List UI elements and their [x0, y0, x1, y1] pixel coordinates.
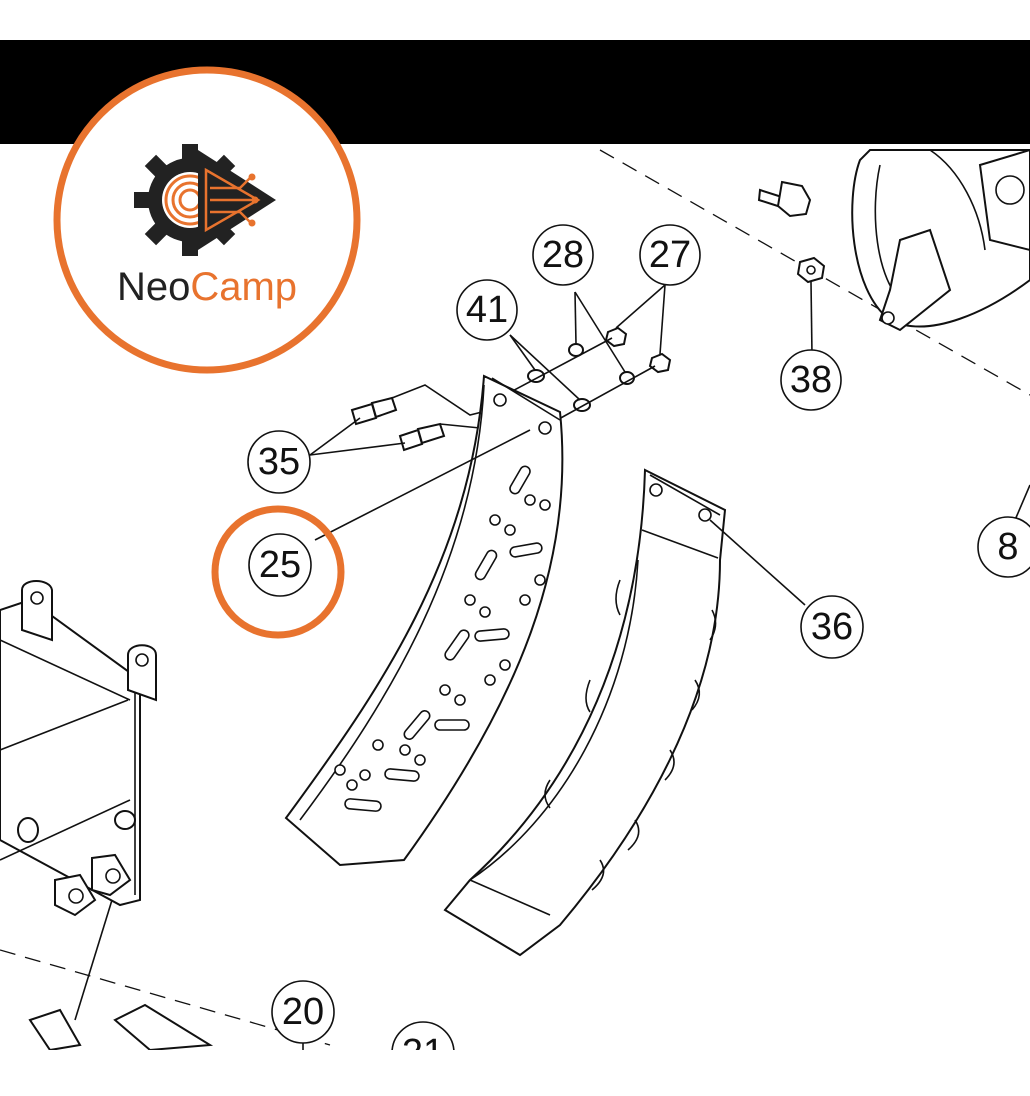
svg-text:28: 28: [542, 234, 584, 276]
perforated-curved-plate: [284, 374, 564, 867]
callout-25: 25: [248, 533, 312, 597]
center-line-bottom: [0, 949, 331, 1046]
svg-text:38: 38: [790, 359, 832, 401]
svg-text:25: 25: [259, 544, 301, 586]
bolts-35: [350, 396, 446, 452]
svg-text:41: 41: [466, 289, 508, 331]
callout-8: 8: [977, 516, 1030, 578]
curved-strip-plate: [443, 468, 727, 957]
fasteners-27-28-41: [527, 326, 672, 412]
svg-text:35: 35: [258, 441, 300, 483]
bottom-margin: [0, 1050, 1030, 1096]
callout-35: 35: [247, 430, 311, 494]
callout-41: 41: [456, 279, 518, 341]
svg-text:20: 20: [282, 991, 324, 1033]
callout-20: 20: [271, 980, 335, 1044]
knob-bolt: [757, 180, 812, 218]
nut-38: [796, 256, 826, 284]
svg-text:8: 8: [997, 526, 1018, 568]
neocamp-logo: NeoCamp: [53, 66, 361, 374]
brand-name: NeoCamp: [117, 265, 297, 309]
svg-text:27: 27: [649, 234, 691, 276]
callout-27: 27: [639, 224, 701, 286]
callout-38: 38: [780, 349, 842, 411]
left-frame: [0, 580, 157, 917]
callout-28: 28: [532, 224, 594, 286]
motor-assembly: [851, 148, 1030, 332]
svg-text:36: 36: [811, 606, 853, 648]
lower-shaft-parts: [28, 1003, 214, 1052]
callout-36: 36: [800, 595, 864, 659]
highlight-ring-25: [211, 505, 345, 639]
gear-play-circuit-icon: [134, 144, 276, 256]
